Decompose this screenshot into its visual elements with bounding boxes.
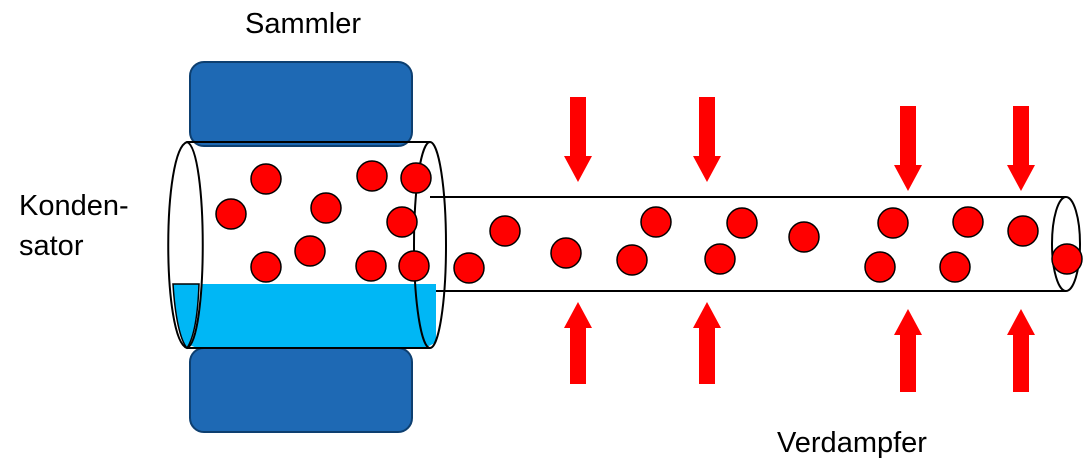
vapor-particle — [489, 215, 521, 247]
condenser-cylinder-end-right — [413, 141, 447, 349]
heat-arrow-up — [564, 302, 592, 384]
heat-arrow-down — [564, 97, 592, 182]
vapor-particle — [215, 198, 247, 230]
vapor-particle — [864, 251, 896, 283]
vapor-particle — [788, 221, 820, 253]
vapor-particle — [250, 163, 282, 195]
collector-block-top — [189, 61, 413, 147]
vapor-particle — [1007, 215, 1039, 247]
heat-arrows — [564, 97, 1035, 392]
vapor-particle — [726, 207, 758, 239]
heat-arrow-down — [894, 106, 922, 191]
vapor-particle — [398, 250, 430, 282]
vapor-particle — [939, 251, 971, 283]
vapor-particle — [616, 244, 648, 276]
vapor-particle — [640, 206, 672, 238]
condenser-label-line1: Konden- — [19, 190, 129, 222]
heat-arrow-up — [1007, 309, 1035, 392]
vapor-particle — [355, 250, 387, 282]
vapor-particle — [356, 160, 388, 192]
evaporator-label: Verdampfer — [777, 427, 927, 459]
vapor-particle — [250, 251, 282, 283]
vapor-particle — [310, 192, 342, 224]
vapor-particles — [215, 160, 1083, 284]
heat-arrow-down — [1007, 106, 1035, 191]
heat-arrow-up — [894, 309, 922, 392]
vapor-particle — [550, 237, 582, 269]
heat-arrow-down — [693, 97, 721, 182]
collector-label: Sammler — [245, 8, 361, 40]
condenser-liquid — [185, 284, 436, 348]
condenser-label-line2: sator — [19, 230, 84, 262]
condenser-liquid-left-face — [172, 283, 200, 350]
heat-arrow-up — [693, 302, 721, 384]
vapor-particle — [877, 207, 909, 239]
vapor-particle — [952, 206, 984, 238]
collector-block-bottom — [189, 347, 413, 433]
vapor-particle — [294, 235, 326, 267]
vapor-particle — [704, 243, 736, 275]
vapor-particle — [386, 206, 418, 238]
evaporator-tube — [430, 196, 1081, 292]
vapor-particle — [1051, 243, 1083, 275]
condenser-cylinder — [167, 140, 447, 350]
vapor-particle — [400, 162, 432, 194]
vapor-particle — [453, 252, 485, 284]
